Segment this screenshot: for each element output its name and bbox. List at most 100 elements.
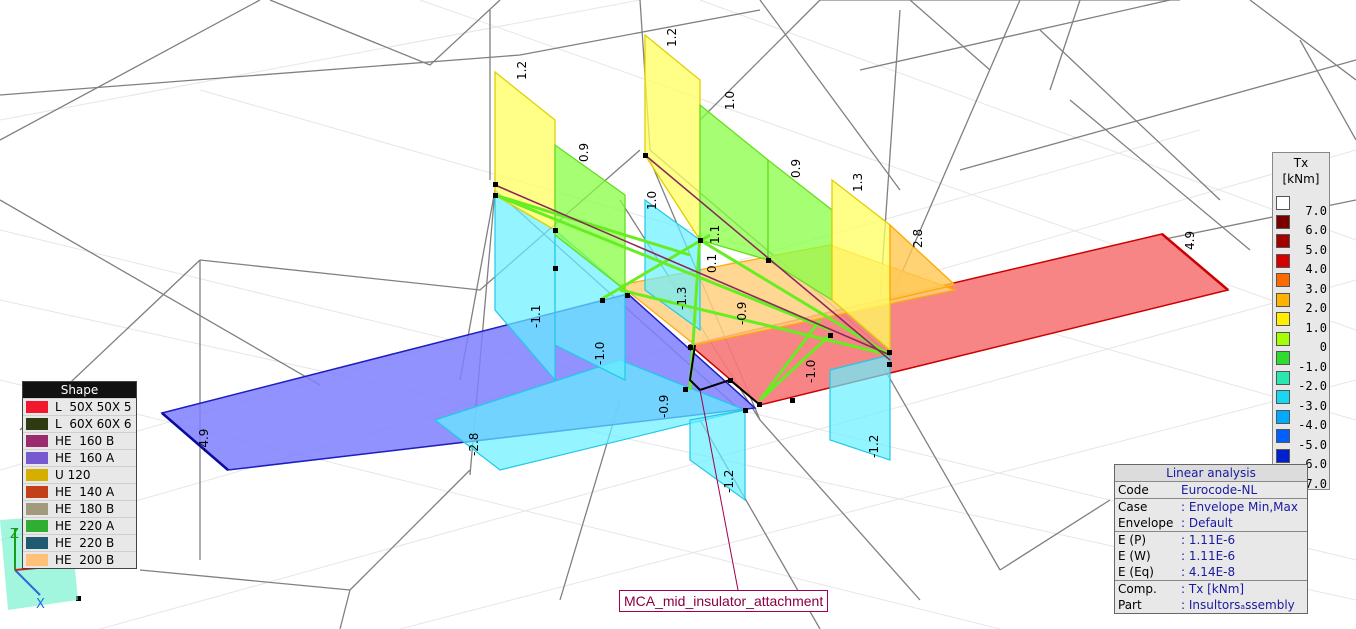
- info-key: Comp.: [1118, 582, 1157, 596]
- shape-swatch: [26, 435, 48, 447]
- info-panel-title: Linear analysis: [1115, 465, 1307, 482]
- scale-level: 4.0: [1273, 261, 1329, 288]
- value-label: 0.1: [705, 254, 719, 273]
- shape-legend-item: HE 140 A: [23, 483, 136, 500]
- info-key: E (Eq): [1118, 565, 1154, 579]
- shape-legend-item: U 120: [23, 466, 136, 483]
- info-row: Envelope : Default: [1115, 515, 1307, 531]
- scale-level: -1.0: [1273, 359, 1329, 385]
- shape-label: L 50X 50X 5: [55, 400, 132, 414]
- shape-label: HE 180 B: [55, 502, 115, 516]
- scale-swatch: [1276, 273, 1290, 288]
- scale-value: 5.0: [1305, 242, 1327, 257]
- shape-swatch: [26, 503, 48, 515]
- info-value: : Tx [kNm]: [1181, 582, 1245, 596]
- shape-label: HE 140 A: [55, 485, 115, 499]
- shape-legend-item: HE 160 B: [23, 432, 136, 449]
- value-label: -4.9: [197, 429, 211, 452]
- scale-overflow-max: [1273, 193, 1329, 213]
- scale-value: 4.0: [1305, 262, 1327, 277]
- shape-label: HE 200 B: [55, 553, 115, 567]
- info-key: Code: [1118, 483, 1149, 497]
- shape-legend-item: HE 220 A: [23, 517, 136, 534]
- main-beams: [494, 154, 891, 361]
- scale-level: 0: [1273, 339, 1329, 366]
- info-row: Case : Envelope Min,Max: [1115, 498, 1307, 515]
- value-label: 1.1: [708, 225, 722, 244]
- scale-swatch: [1276, 331, 1290, 346]
- scale-swatch: [1276, 312, 1290, 327]
- scale-value: 1.0: [1305, 320, 1327, 335]
- shape-label: L 60X 60X 6: [55, 417, 132, 431]
- scale-value: 6.0: [1305, 223, 1327, 238]
- value-label: -2.8: [467, 433, 481, 456]
- scale-value: -4.0: [1298, 418, 1327, 433]
- info-row: E (Eq) : 4.14E-8: [1115, 564, 1307, 580]
- shape-swatch: [26, 452, 48, 464]
- scale-level: -2.0: [1273, 378, 1329, 405]
- value-label: 2.8: [911, 229, 925, 248]
- value-label: 1.3: [851, 173, 865, 192]
- shape-swatch: [26, 418, 48, 430]
- value-label: -1.0: [804, 360, 818, 383]
- shape-legend-item: L 60X 60X 6: [23, 415, 136, 432]
- value-label: -0.9: [657, 395, 671, 418]
- info-value: : Default: [1181, 516, 1233, 530]
- info-row: Part: Insultorsₐssembly: [1115, 597, 1307, 613]
- shape-swatch: [26, 469, 48, 481]
- z-axis-label: Z: [10, 527, 19, 542]
- shape-legend-item: HE 220 B: [23, 534, 136, 551]
- scale-swatch: [1276, 370, 1290, 385]
- info-key: Case: [1118, 500, 1148, 514]
- value-label: 1.2: [665, 28, 679, 47]
- insulator-callout-label[interactable]: MCA_mid_insulator_attachment: [619, 590, 829, 612]
- shape-label: HE 220 A: [55, 519, 115, 533]
- scale-value: 2.0: [1305, 301, 1327, 316]
- scale-level: -3.0: [1273, 398, 1329, 424]
- value-label: 4.9: [1183, 231, 1197, 250]
- info-key: Envelope: [1118, 516, 1174, 530]
- scale-value: 7.0: [1305, 203, 1327, 218]
- scale-value: -2.0: [1298, 379, 1327, 394]
- bracing-members: [494, 193, 891, 402]
- info-key: E (W): [1118, 549, 1151, 563]
- value-label: 1.0: [723, 91, 737, 110]
- info-value: : 4.14E-8: [1181, 565, 1236, 579]
- info-key: E (P): [1118, 533, 1146, 547]
- info-row: E (P) : 1.11E-6: [1115, 531, 1307, 548]
- overflow-swatch: [1276, 196, 1290, 210]
- scale-swatch: [1276, 390, 1290, 405]
- tx-envelopes-positive: [494, 33, 957, 352]
- value-label: -0.9: [735, 302, 749, 325]
- value-label: 0.9: [789, 159, 803, 178]
- value-label: -1.1: [529, 305, 543, 328]
- shape-legend-item: HE 160 A: [23, 449, 136, 466]
- shape-swatch: [26, 554, 48, 566]
- shape-label: HE 160 B: [55, 434, 115, 448]
- shape-swatch: [26, 537, 48, 549]
- scale-swatch: [1276, 253, 1290, 268]
- scale-level: -5.0: [1273, 437, 1329, 463]
- value-label: -1.3: [675, 287, 689, 310]
- info-value: : 1.11E-6: [1181, 533, 1236, 547]
- scale-level: 5.0: [1273, 242, 1329, 268]
- scale-swatch: [1276, 292, 1290, 307]
- shape-label: HE 160 A: [55, 451, 115, 465]
- value-label: -1.2: [867, 435, 881, 458]
- shape-label: U 120: [55, 468, 91, 482]
- value-label: -1.2: [722, 470, 736, 493]
- value-label: 1.2: [515, 61, 529, 80]
- scale-level: 3.0: [1273, 281, 1329, 307]
- scale-value: -3.0: [1298, 398, 1327, 413]
- info-value: : Envelope Min,Max: [1181, 500, 1298, 514]
- value-label: -1.0: [593, 342, 607, 365]
- info-value: : Insultorsₐssembly: [1181, 598, 1295, 612]
- scale-level: -4.0: [1273, 417, 1329, 444]
- scale-value: 3.0: [1305, 281, 1327, 296]
- scale-value: 0: [1319, 340, 1327, 355]
- envelope-value-labels: 1.2 1.2 1.0 0.9 0.9 1.3 1.0 1.1 0.1 2.8 …: [197, 28, 1197, 493]
- nodes: [76, 153, 892, 601]
